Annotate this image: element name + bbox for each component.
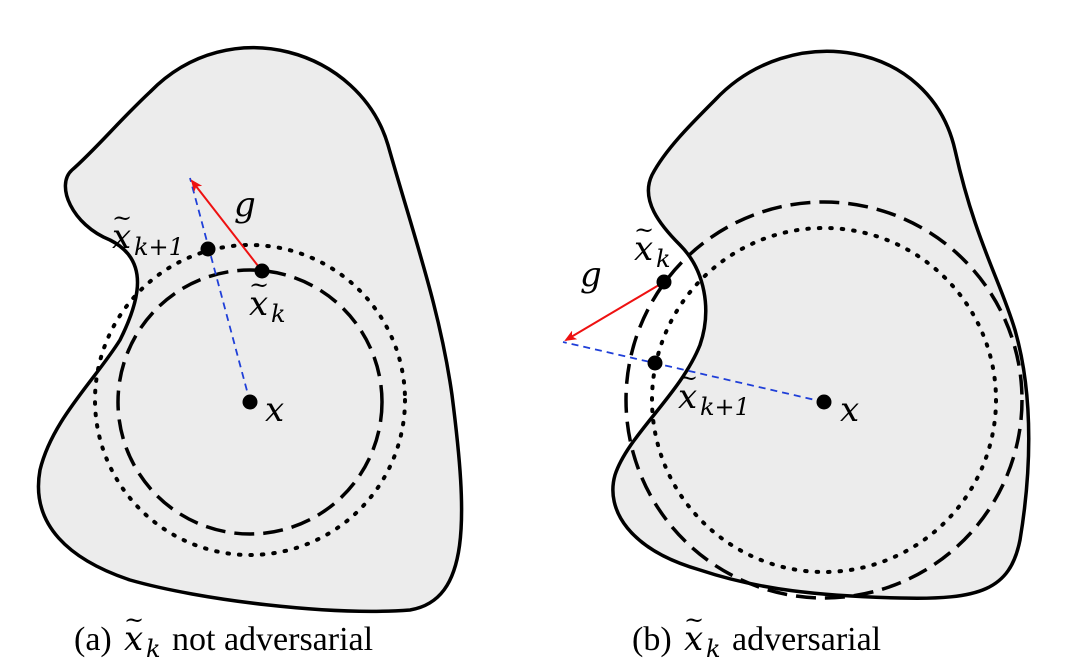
- svg-text:k: k: [656, 245, 671, 273]
- panel-b-projection-line: [562, 341, 825, 403]
- panel-a-point-x: [242, 394, 258, 410]
- panel-a-point-xk: [254, 263, 270, 279]
- panel-b: x ~ x k ~ x k+1 g: [562, 49, 1031, 600]
- svg-text:~: ~: [684, 606, 704, 634]
- svg-text:~: ~: [124, 606, 144, 634]
- panel-a: x ~ x k ~ x k+1 g: [36, 45, 464, 613]
- svg-text:x: x: [112, 217, 131, 257]
- panel-b-label-g: g: [580, 255, 602, 295]
- svg-text:x: x: [124, 619, 143, 659]
- svg-text:~: ~: [249, 271, 269, 299]
- svg-text:not adversarial: not adversarial: [172, 621, 373, 658]
- panel-a-label-g: g: [234, 185, 256, 225]
- panel-b-point-xk1: [647, 355, 663, 371]
- svg-text:~: ~: [678, 364, 698, 392]
- svg-text:x: x: [634, 229, 653, 269]
- svg-text:(b): (b): [632, 621, 672, 658]
- panel-a-gradient-arrow: [190, 179, 263, 272]
- caption-a: (a) ~ x k not adversarial: [74, 606, 373, 663]
- svg-text:adversarial: adversarial: [732, 621, 881, 658]
- svg-text:k: k: [146, 635, 161, 663]
- svg-text:x: x: [678, 377, 697, 417]
- panel-a-label-xk1: ~ x k+1: [112, 204, 184, 261]
- panel-b-label-x: x: [840, 390, 859, 430]
- panel-b-point-xk: [656, 274, 672, 290]
- svg-text:(a): (a): [74, 621, 112, 658]
- svg-text:k: k: [271, 300, 286, 328]
- svg-text:~: ~: [112, 204, 132, 232]
- panel-b-label-xk1: ~ x k+1: [678, 364, 750, 421]
- svg-text:x: x: [684, 619, 703, 659]
- svg-text:k: k: [706, 635, 721, 663]
- panel-a-ball-next: [93, 243, 407, 557]
- svg-text:~: ~: [634, 216, 654, 244]
- panel-a-label-x: x: [265, 390, 284, 430]
- caption-b: (b) ~ x k adversarial: [632, 606, 881, 663]
- panel-b-gradient-arrow: [564, 281, 665, 342]
- panel-a-region: [36, 45, 464, 613]
- panel-a-ball-current: [116, 268, 384, 536]
- panel-b-point-x: [816, 394, 832, 410]
- panel-b-ball-current: [624, 200, 1024, 600]
- panel-b-ball-next: [650, 226, 998, 574]
- svg-text:k+1: k+1: [134, 233, 184, 261]
- svg-text:x: x: [249, 284, 268, 324]
- svg-text:k+1: k+1: [700, 393, 750, 421]
- panel-a-projection-line: [189, 177, 251, 403]
- panel-a-point-xk1: [200, 241, 216, 257]
- panel-b-region: [611, 49, 1031, 600]
- panel-a-label-xk: ~ x k: [249, 271, 286, 328]
- panel-b-label-xk: ~ x k: [634, 216, 671, 273]
